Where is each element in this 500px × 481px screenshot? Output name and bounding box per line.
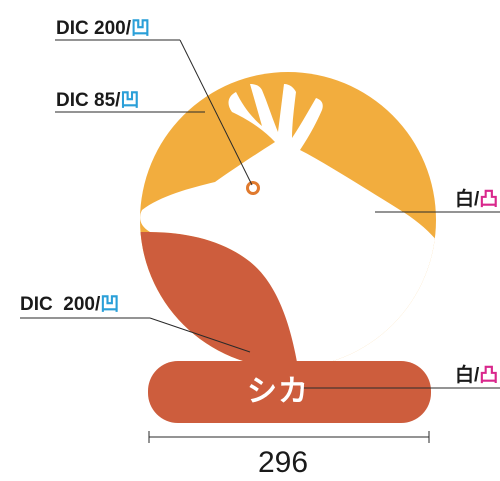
callout-text: DIC 85/: [56, 90, 121, 111]
callout-text: DIC 200/: [56, 18, 131, 39]
callout-text: 白/: [455, 189, 480, 210]
sign-name-text: シカ: [247, 375, 309, 408]
callout-dic200-left: DIC 200/凹: [20, 295, 119, 314]
concave-mark: 凹: [130, 18, 150, 39]
name-plate: [148, 361, 431, 423]
deer-eye-ring: [246, 181, 260, 195]
convex-mark: 凸: [479, 365, 499, 386]
callout-white-right: 白/凸: [455, 190, 498, 209]
callout-dic85: DIC 85/凹: [56, 91, 139, 110]
leader-lines: [20, 39, 500, 389]
width-dimension-line: [148, 431, 430, 443]
callout-white-bottom: 白/凸: [455, 366, 498, 385]
convex-mark: 凸: [479, 189, 499, 210]
concave-mark: 凹: [100, 294, 120, 315]
concave-mark: 凹: [120, 90, 140, 111]
callout-text: DIC 200/: [20, 294, 101, 315]
width-dimension-value: 296: [258, 446, 309, 479]
deer-icon: [140, 84, 436, 368]
callout-dic200-top: DIC 200/凹: [56, 19, 150, 38]
callout-text: 白/: [455, 365, 480, 386]
sign-circle: [140, 72, 436, 368]
